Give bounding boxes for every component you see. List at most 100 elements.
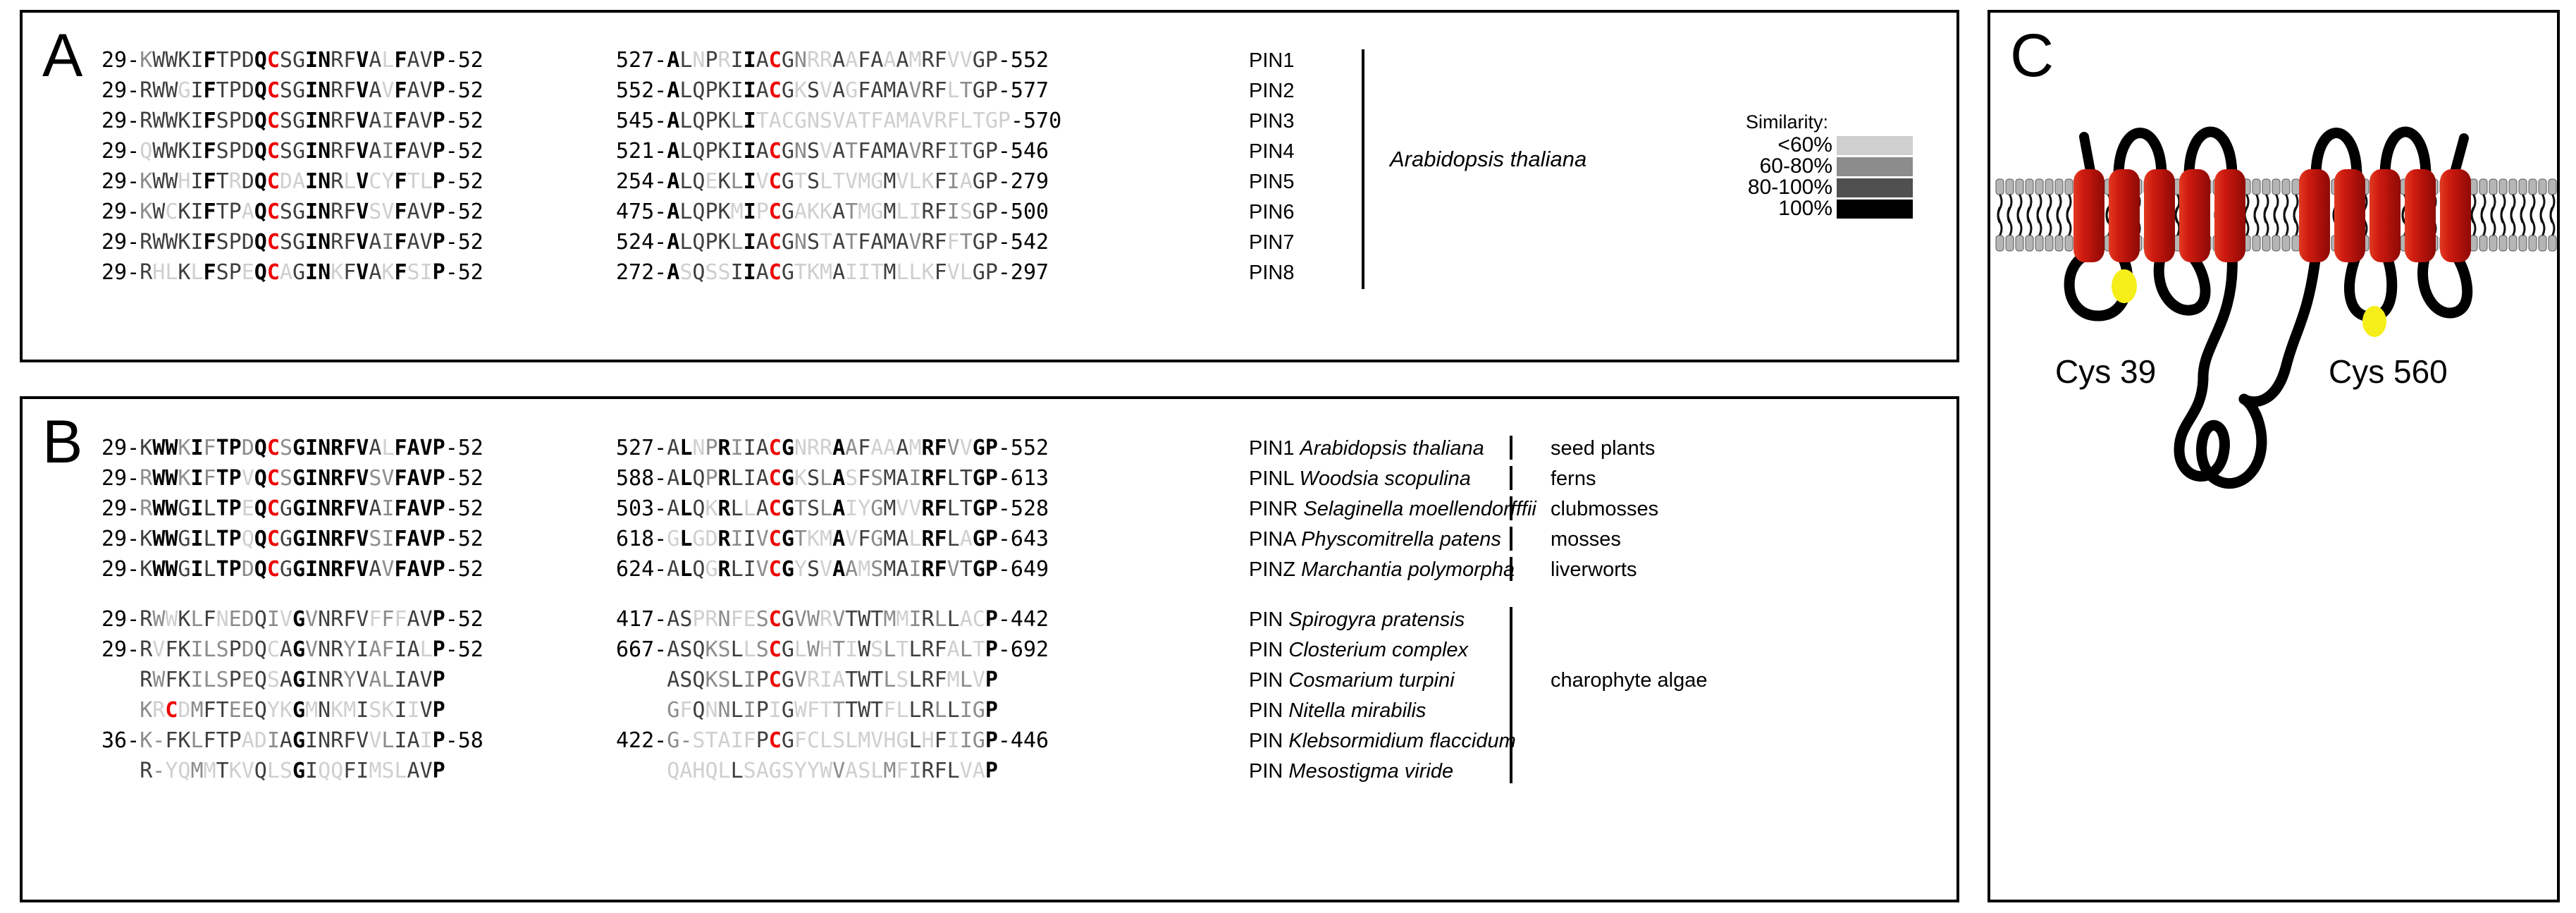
residue: I — [730, 48, 744, 73]
residue: N — [318, 496, 331, 521]
residue-start-index: 272- — [616, 260, 667, 285]
residue: V — [419, 466, 433, 491]
residue: R — [921, 200, 935, 224]
residue: D — [254, 728, 267, 753]
residue: T — [832, 637, 846, 662]
similarity-legend-swatch — [1837, 178, 1913, 197]
residue: R — [717, 466, 731, 491]
residue: N — [318, 668, 331, 692]
residue: A — [845, 436, 858, 460]
residue: P — [432, 527, 445, 551]
residue: V — [381, 78, 395, 103]
residue: T — [845, 607, 858, 632]
transmembrane-helix-9 — [2405, 169, 2436, 262]
residue: R — [331, 527, 344, 551]
residue: I — [356, 759, 369, 783]
residue: N — [318, 607, 331, 632]
residue-start-index: 29- — [101, 527, 140, 551]
sequence-column-1: 29-KWWHIFTRDQCDAINRLVCYFTLP-52 — [101, 169, 483, 194]
residue: I — [305, 759, 319, 783]
residue: P — [228, 260, 242, 285]
sequence-column-2: 545-ALQPKLITACGNSVATFAMAVRFLTGP-570 — [616, 109, 1061, 133]
sequence-column-1: 29-RWWKIFSPDQCSGINRFVAIFAVP-52 — [101, 109, 483, 133]
residue-start-index — [101, 668, 140, 692]
residue: P — [432, 496, 445, 521]
residue: L — [934, 607, 947, 632]
residue: R — [331, 200, 344, 224]
residue: T — [845, 698, 858, 723]
residue: K — [178, 728, 191, 753]
residue: Q — [254, 607, 267, 632]
residue: Q — [692, 200, 705, 224]
residue: S — [216, 260, 229, 285]
residue: F — [394, 169, 407, 194]
residue: G — [292, 759, 305, 783]
residue: A — [896, 78, 909, 103]
residue: Q — [178, 759, 191, 783]
residue: A — [407, 496, 420, 521]
residue: R — [921, 48, 935, 73]
residue: F — [858, 48, 871, 73]
residue: W — [152, 48, 166, 73]
residue: G — [781, 139, 794, 164]
pin-gene-name: PIN3 — [1249, 110, 1295, 133]
residue-end-index: -52 — [445, 78, 483, 103]
residue-start-index: 417- — [616, 607, 667, 632]
residue: L — [381, 48, 395, 73]
species-name: Marchantia polymorpha — [1301, 558, 1515, 581]
residue: L — [730, 169, 744, 194]
residue: C — [768, 607, 782, 632]
residue: M — [883, 78, 896, 103]
residue-start-index: 29- — [101, 260, 140, 285]
residue: W — [152, 668, 166, 692]
residue: R — [806, 48, 820, 73]
species-name: Woodsia scopulina — [1299, 467, 1471, 490]
residue: C — [768, 260, 782, 285]
residue: S — [369, 527, 382, 551]
residue: I — [730, 527, 744, 551]
residue: T — [870, 698, 884, 723]
residue: P — [705, 200, 718, 224]
pin-gene-name: PINL — [1249, 467, 1294, 490]
residue: N — [717, 607, 731, 632]
residue: G — [896, 728, 909, 753]
residue: N — [806, 109, 820, 133]
residue: - — [152, 759, 166, 783]
residue: I — [305, 169, 319, 194]
residue: F — [343, 496, 357, 521]
residue: M — [343, 698, 357, 723]
residue: V — [356, 496, 369, 521]
pin-gene-name: PIN2 — [1249, 80, 1295, 102]
residue: A — [883, 48, 896, 73]
residue: E — [743, 607, 756, 632]
residue: W — [806, 637, 820, 662]
residue-end-index: -570 — [1010, 109, 1062, 133]
residue: W — [820, 759, 833, 783]
residue: S — [279, 109, 292, 133]
residue: R — [140, 668, 153, 692]
residue: K — [178, 637, 191, 662]
residue: A — [679, 759, 693, 783]
residue-start-index: 624- — [616, 557, 667, 582]
residue: T — [216, 436, 229, 460]
residue: A — [896, 527, 909, 551]
residue: I — [305, 260, 319, 285]
pin-gene-name: PIN — [1249, 699, 1283, 722]
transmembrane-helix-3 — [2144, 169, 2175, 262]
residue: G — [972, 169, 985, 194]
residue: F — [394, 557, 407, 582]
residue: A — [407, 728, 420, 753]
residue: Q — [254, 78, 267, 103]
residue: F — [343, 436, 357, 460]
residue: Q — [692, 260, 705, 285]
residue: I — [394, 698, 407, 723]
sequence-name: PIN7 — [1249, 231, 1294, 255]
residue: V — [947, 48, 960, 73]
residue: R — [331, 668, 344, 692]
residue: F — [203, 139, 216, 164]
residue: I — [743, 139, 756, 164]
residue: G — [292, 48, 305, 73]
residue: W — [165, 139, 178, 164]
